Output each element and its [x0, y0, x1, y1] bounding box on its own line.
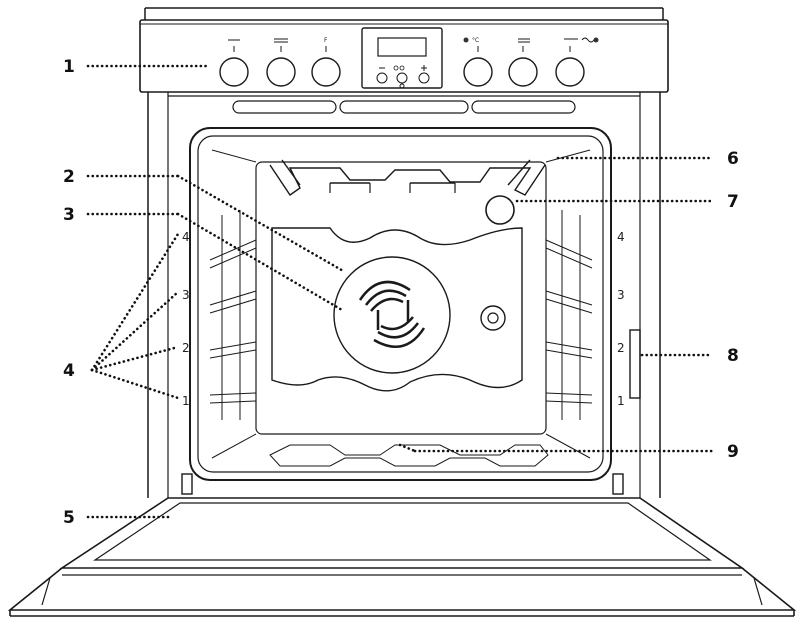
callout-4: 4 [63, 361, 75, 381]
right-level-3: 3 [617, 288, 625, 302]
right-level-1: 1 [617, 394, 625, 408]
oven-cavity [189, 127, 612, 481]
left-shelf-levels: 4 3 2 1 [182, 230, 190, 408]
right-shelf-rails [545, 210, 593, 420]
callout-8: 8 [727, 346, 739, 366]
top-heating-element [269, 159, 546, 196]
callout-1: 1 [63, 57, 75, 77]
oven-lamp [485, 195, 515, 225]
left-level-4: 4 [182, 230, 190, 244]
knob-5 [508, 38, 538, 87]
worktop [144, 7, 664, 20]
callout-3: 3 [63, 205, 75, 225]
left-level-3: 3 [182, 288, 190, 302]
right-shelf-levels: 4 3 2 1 [617, 230, 625, 408]
fan-cover [333, 256, 451, 374]
knob-4: °C [463, 37, 493, 87]
left-level-1: 1 [182, 394, 190, 408]
right-level-2: 2 [617, 341, 625, 355]
callout-5: 5 [63, 508, 75, 528]
rear-panel [271, 227, 523, 392]
callout-2: 2 [63, 167, 75, 187]
left-shelf-rails [209, 210, 257, 420]
knob-3: F [311, 37, 341, 87]
callout-6: 6 [727, 149, 739, 169]
knob-1 [219, 39, 249, 87]
oven-door [7, 473, 797, 617]
control-panel: F °C [139, 19, 669, 93]
knob3-mark: F [324, 37, 328, 44]
oven-body [147, 92, 661, 498]
callout-labels: 1 2 3 4 5 6 7 8 9 [63, 57, 739, 528]
bottom-heating-element [269, 444, 549, 467]
fan-icon [358, 280, 426, 348]
knob-6 [555, 37, 599, 87]
left-level-2: 2 [182, 341, 190, 355]
right-level-4: 4 [617, 230, 625, 244]
temp-symbol: °C [472, 37, 479, 44]
leader-lines [86, 64, 714, 519]
knob-2 [266, 38, 296, 87]
timer-display [361, 27, 443, 89]
door-catch [629, 329, 641, 399]
callout-9: 9 [727, 442, 739, 462]
callout-7: 7 [727, 192, 739, 212]
